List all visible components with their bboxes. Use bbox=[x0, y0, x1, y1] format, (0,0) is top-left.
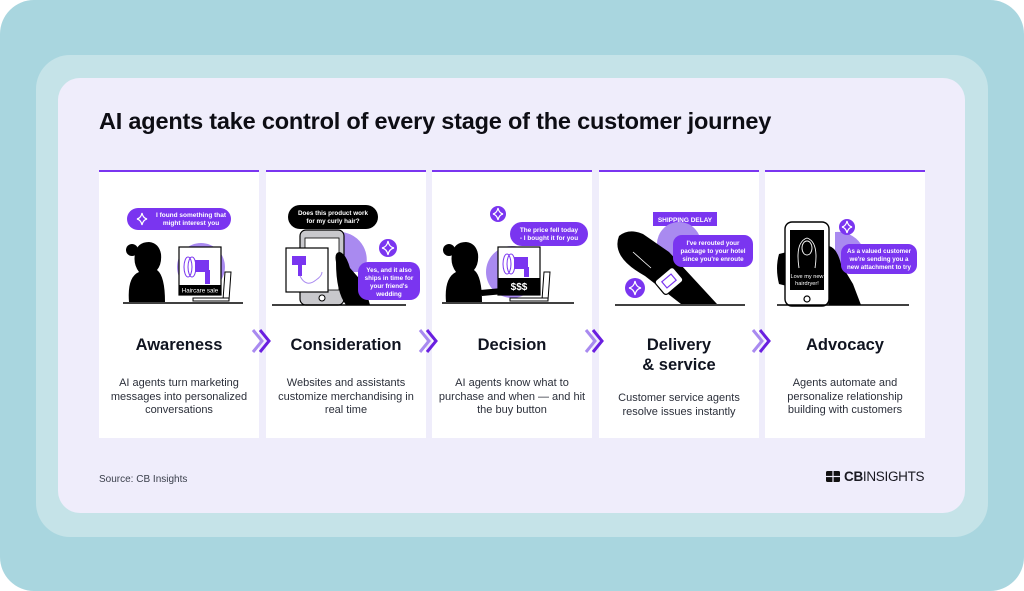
sparkle-icon bbox=[134, 211, 150, 227]
consideration-illustration: Does this product work for my curly hair… bbox=[272, 205, 420, 306]
stage-title: Consideration bbox=[290, 336, 402, 354]
hairdryer-icon bbox=[502, 253, 529, 277]
svg-text:SHIPPING DELAY: SHIPPING DELAY bbox=[658, 217, 713, 224]
stage-title-line-1: Delivery bbox=[646, 336, 712, 354]
price-bar bbox=[498, 278, 540, 295]
svg-text:I found something that: I found something that bbox=[156, 212, 227, 219]
stage-card-consideration: Does this product work for my curly hair… bbox=[266, 170, 426, 438]
person-silhouette bbox=[126, 242, 165, 302]
chevron-right-icon bbox=[751, 329, 771, 353]
person-outline bbox=[797, 237, 817, 269]
cb-insights-logo-mark-icon bbox=[826, 471, 840, 482]
sparkle-icon bbox=[839, 219, 855, 235]
stage-description: Customer service agents resolve issues i… bbox=[618, 392, 740, 418]
svg-text:Love my new: Love my new bbox=[791, 274, 825, 280]
svg-text:Does this product work: Does this product work bbox=[298, 210, 368, 217]
chevron-right-icon bbox=[584, 329, 604, 353]
chevron-right-icon bbox=[418, 329, 438, 353]
svg-text:since you're enroute: since you're enroute bbox=[682, 256, 744, 263]
svg-text:hairdryer!: hairdryer! bbox=[795, 281, 819, 287]
stage-card-awareness: I found something that might interest yo… bbox=[99, 170, 259, 438]
svg-text:As a valued customer: As a valued customer bbox=[847, 248, 912, 255]
svg-text:might interest you: might interest you bbox=[163, 220, 219, 227]
svg-text:for my curly hair?: for my curly hair? bbox=[306, 218, 359, 225]
stage-card-advocacy: Love my new hairdryer! As a valued custo… bbox=[765, 170, 925, 438]
delivery-illustration: SHIPPING DELAY I've rerouted your packag… bbox=[615, 212, 753, 306]
shipping-delay-banner bbox=[653, 212, 717, 226]
envelope-icon bbox=[660, 273, 678, 289]
logo-wordmark: CBINSIGHTS bbox=[844, 469, 925, 484]
svg-text:package to your hotel: package to your hotel bbox=[680, 248, 745, 255]
stage-card-decision: The price fell today - I bought it for y… bbox=[432, 170, 592, 438]
svg-text:new attachment to try: new attachment to try bbox=[847, 264, 912, 271]
svg-text:$$$: $$$ bbox=[511, 282, 528, 293]
phone-icon bbox=[784, 221, 830, 307]
stage-description: AI agents turn marketing messages into p… bbox=[110, 377, 248, 416]
svg-text:wedding: wedding bbox=[375, 291, 402, 298]
message-bubble bbox=[127, 208, 231, 230]
message-bubble bbox=[841, 244, 917, 274]
hairdryer-icon bbox=[292, 256, 323, 284]
svg-text:we're sending you a: we're sending you a bbox=[849, 256, 909, 263]
message-bubble bbox=[510, 222, 588, 246]
svg-text:Haircare sale: Haircare sale bbox=[182, 288, 219, 295]
svg-text:The price fell today: The price fell today bbox=[520, 227, 579, 234]
stage-card-delivery-service: SHIPPING DELAY I've rerouted your packag… bbox=[599, 170, 759, 438]
svg-text:ships in time for: ships in time for bbox=[365, 275, 414, 282]
sparkle-icon bbox=[490, 206, 506, 222]
stage-description: Agents automate and personalize relation… bbox=[787, 377, 903, 416]
laptop-icon bbox=[509, 271, 551, 302]
advocacy-illustration: Love my new hairdryer! As a valued custo… bbox=[777, 219, 917, 307]
stage-description: Websites and assistants customize mercha… bbox=[278, 377, 414, 416]
product-card bbox=[285, 247, 329, 293]
question-bubble bbox=[288, 205, 378, 229]
screen-label-bar bbox=[179, 285, 221, 295]
stage-title-line-2: & service bbox=[642, 356, 716, 374]
stage-title: Awareness bbox=[135, 336, 223, 354]
message-bubble bbox=[673, 235, 753, 267]
svg-text:your friend's: your friend's bbox=[370, 283, 408, 290]
hairdryer-icon bbox=[183, 256, 210, 284]
smartwatch-icon bbox=[654, 267, 684, 295]
decision-illustration: The price fell today - I bought it for y… bbox=[442, 206, 588, 304]
cb-insights-logo: CBINSIGHTS bbox=[826, 469, 925, 484]
stage-title: Decision bbox=[477, 336, 547, 354]
laptop-icon bbox=[192, 271, 232, 302]
awareness-illustration: I found something that might interest yo… bbox=[123, 208, 243, 304]
stage-title: Advocacy bbox=[806, 336, 884, 354]
page-title: AI agents take control of every stage of… bbox=[99, 108, 772, 134]
answer-bubble bbox=[358, 262, 420, 300]
source-note: Source: CB Insights bbox=[99, 474, 188, 485]
sparkle-icon bbox=[379, 239, 397, 257]
chevron-right-icon bbox=[251, 329, 271, 353]
sparkle-icon bbox=[625, 278, 645, 298]
arm-icon bbox=[617, 231, 717, 304]
svg-text:I've rerouted your: I've rerouted your bbox=[687, 240, 740, 247]
svg-text:Yes, and it also: Yes, and it also bbox=[366, 267, 412, 274]
svg-text:- I bought it for you: - I bought it for you bbox=[520, 235, 578, 242]
stage-description: AI agents know what to purchase and when… bbox=[438, 377, 586, 416]
